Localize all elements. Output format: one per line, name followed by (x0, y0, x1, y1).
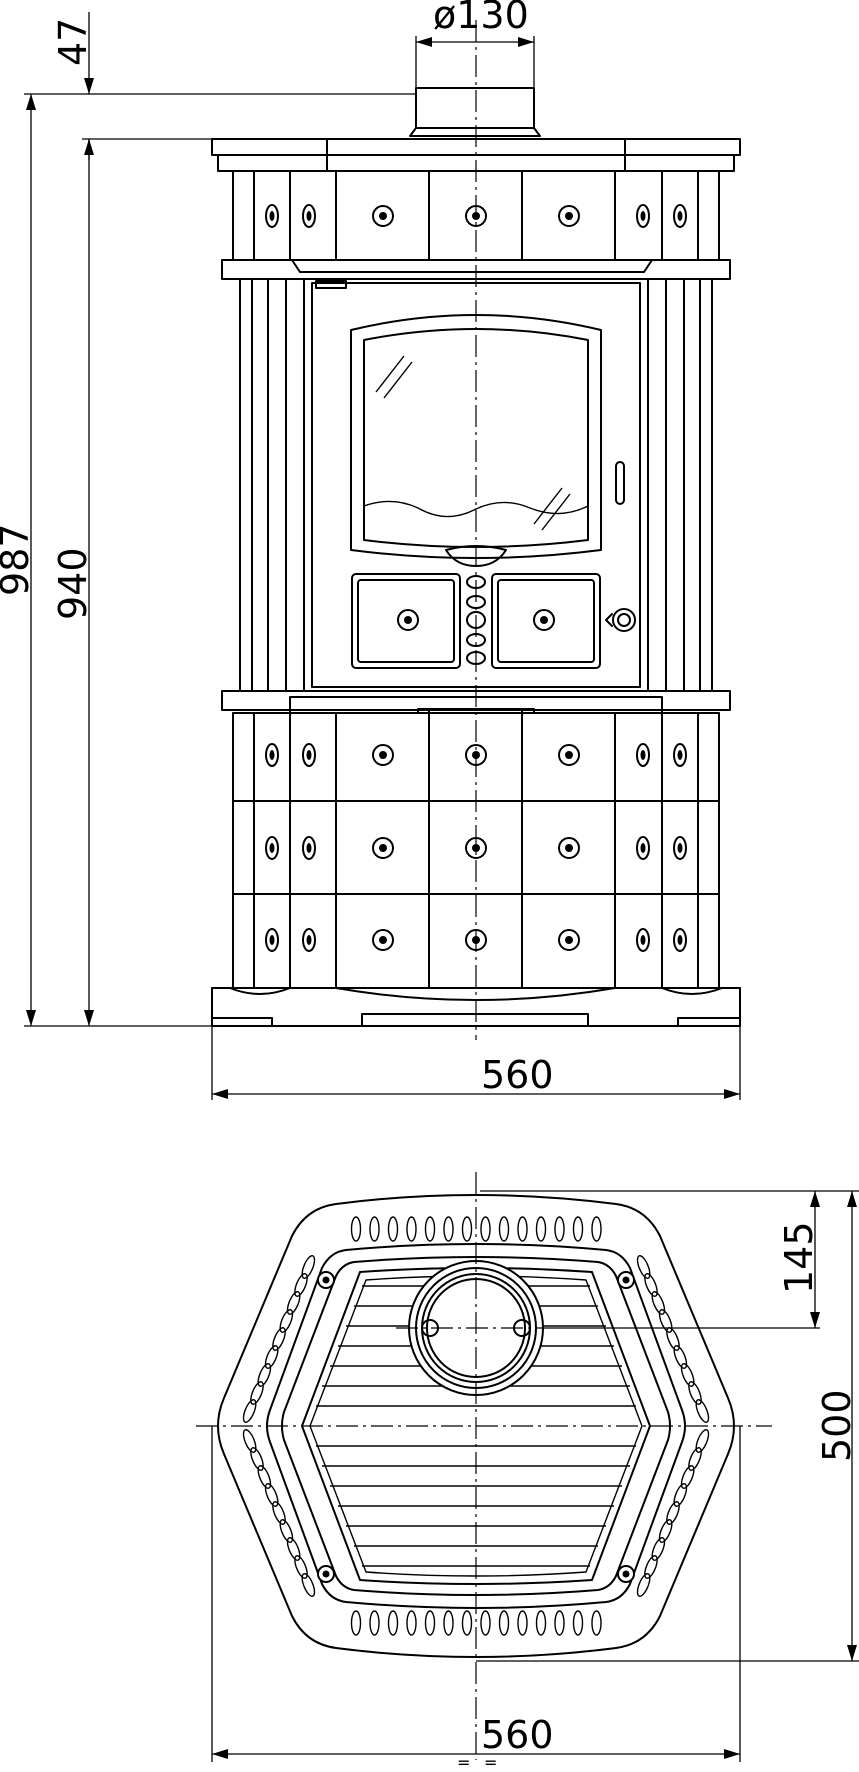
vent-slot (591, 1216, 602, 1242)
dim-depth: 500 (476, 1191, 859, 1662)
vent-slot (257, 1465, 272, 1489)
vent-slot (264, 1345, 279, 1369)
dim-label-total-height: 987 (0, 523, 37, 596)
dim-label-front-width: 560 (481, 1053, 554, 1097)
vent-slot (572, 1216, 584, 1242)
vent-slot (242, 1399, 257, 1423)
center-mark-right: = (484, 1753, 497, 1772)
vent-slot (673, 1483, 688, 1507)
vent-slot (695, 1429, 710, 1453)
flue-pipe (409, 87, 541, 137)
vent-slot (636, 1573, 651, 1597)
left-column (239, 278, 305, 692)
vent-slot (673, 1345, 688, 1369)
dim-flue-offset: 145 (480, 1190, 859, 1329)
vent-slot (424, 1610, 436, 1636)
vent-slot (250, 1381, 264, 1405)
vent-slot (294, 1273, 308, 1297)
vent-slot (498, 1610, 510, 1636)
vent-slot (517, 1216, 528, 1242)
vent-slot (658, 1309, 673, 1333)
vent-slot (554, 1610, 565, 1636)
vent-slot (680, 1465, 695, 1489)
corner-screws (317, 1271, 635, 1583)
dim-label-top-width: 560 (481, 1713, 554, 1757)
vent-slot (461, 1216, 473, 1242)
vent-slot (688, 1381, 702, 1405)
dim-label-body-height: 940 (51, 547, 95, 620)
dim-label-top-offset: 47 (51, 18, 95, 66)
center-mark-left: = (457, 1753, 470, 1772)
dim-front-width: 560 (211, 1026, 741, 1100)
vent-slot (651, 1537, 666, 1561)
dim-label-depth: 500 (815, 1389, 859, 1462)
right-column (647, 278, 713, 692)
vent-slot (406, 1610, 417, 1636)
vent-slot (651, 1291, 666, 1315)
vent-slot (666, 1501, 680, 1525)
vent-slot (301, 1255, 316, 1279)
dim-label-flue-diameter: ø130 (433, 0, 529, 37)
vent-slot (680, 1363, 695, 1387)
vent-slot (688, 1447, 702, 1471)
vent-slot (264, 1483, 279, 1507)
dim-body-height: 940 (51, 138, 212, 1026)
vent-slot (644, 1555, 658, 1579)
vent-slot (387, 1216, 399, 1242)
vent-slot (272, 1327, 286, 1351)
vent-slot (480, 1216, 491, 1242)
vent-slot (387, 1610, 399, 1636)
vent-slot (350, 1216, 362, 1242)
dim-flue-diameter: ø130 (415, 0, 535, 88)
side-bolts (265, 204, 687, 952)
vent-slot (666, 1327, 680, 1351)
vent-slot (517, 1610, 528, 1636)
vent-slot (461, 1610, 473, 1636)
vent-slot (535, 1610, 547, 1636)
vent-slot (443, 1610, 454, 1636)
vent-slot (443, 1216, 454, 1242)
vent-slot (406, 1216, 417, 1242)
vent-slot (350, 1610, 362, 1636)
top-view: 145 500 560 = = (196, 1172, 859, 1772)
vent-slot (242, 1429, 257, 1453)
dim-top-offset: 47 (51, 12, 95, 160)
vent-slot (257, 1363, 272, 1387)
vent-slot (636, 1255, 651, 1279)
vent-slot (369, 1610, 380, 1636)
vent-slot (658, 1519, 673, 1543)
top-outline (217, 1194, 735, 1658)
dim-label-flue-offset: 145 (777, 1221, 821, 1294)
vent-slot (272, 1501, 286, 1525)
vent-slot (286, 1291, 301, 1315)
vent-slot (250, 1447, 264, 1471)
vent-slot (644, 1273, 658, 1297)
vent-slot (279, 1519, 294, 1543)
vent-slot (480, 1610, 491, 1636)
vent-slot (286, 1537, 301, 1561)
vent-slot (591, 1610, 602, 1636)
vent-slot (279, 1309, 294, 1333)
vent-slot (369, 1216, 380, 1242)
vent-slot (294, 1555, 308, 1579)
dim-total-height: 987 (0, 93, 416, 1027)
vent-slot (572, 1610, 584, 1636)
vent-slot (498, 1216, 510, 1242)
vent-slot (424, 1216, 436, 1242)
vent-slot (301, 1573, 316, 1597)
vent-slot (695, 1399, 710, 1423)
vent-slot (535, 1216, 547, 1242)
vent-slot (554, 1216, 565, 1242)
front-view: ø130 987 940 47 (0, 0, 741, 1100)
dim-top-width: 560 = = (211, 1426, 741, 1772)
